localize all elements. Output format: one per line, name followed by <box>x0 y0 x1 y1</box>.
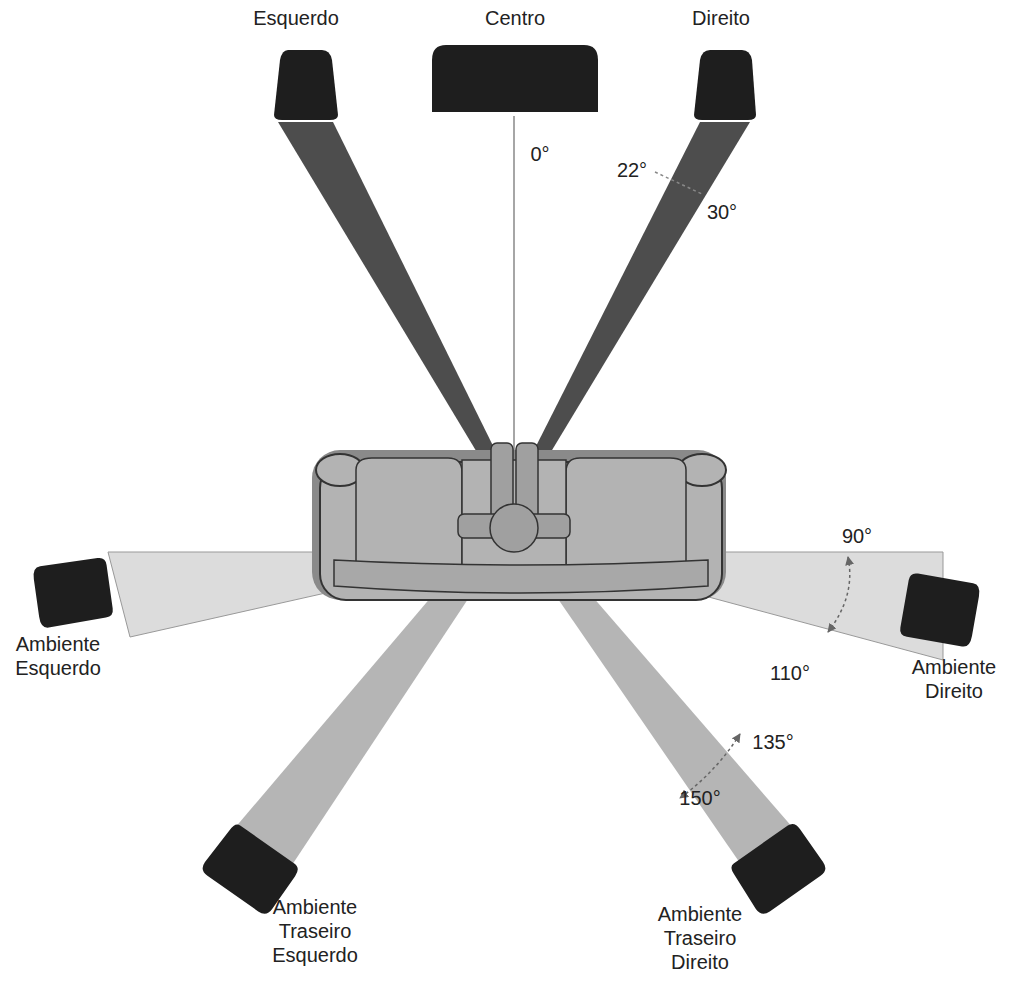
angle-value: 30° <box>697 200 747 224</box>
center-axis <box>513 116 515 470</box>
front-left-beam <box>278 122 503 474</box>
speaker-name: Ambiente Esquerdo <box>6 632 110 680</box>
rear-left-beam <box>228 596 470 865</box>
angle-value: 0° <box>515 142 565 166</box>
rear-right-beam <box>556 596 800 866</box>
angle-value: 22° <box>607 158 657 182</box>
front-right-speaker <box>694 50 756 120</box>
speaker-name: Esquerdo <box>226 6 366 30</box>
angle-value: 90° <box>832 524 882 548</box>
angle-arc <box>655 172 702 194</box>
speaker-name: Direito <box>651 6 791 30</box>
front-right-beam <box>527 122 750 470</box>
front-left-speaker <box>274 50 338 120</box>
speaker-name: Ambiente Direito <box>902 655 1006 703</box>
center-speaker <box>432 45 598 112</box>
listener <box>458 443 570 552</box>
angle-value: 150° <box>672 786 728 810</box>
surround-right-speaker <box>899 572 981 648</box>
surround-left-beam <box>108 552 330 637</box>
angle-value: 135° <box>745 730 801 754</box>
speaker-name: Centro <box>445 6 585 30</box>
angle-arc <box>828 557 850 632</box>
angle-value: 110° <box>762 661 818 685</box>
surround-left-speaker <box>32 557 114 629</box>
speaker-name: Ambiente Traseiro Esquerdo <box>263 895 367 967</box>
rear-right-speaker <box>727 821 829 917</box>
speaker-name: Ambiente Traseiro Direito <box>648 902 752 974</box>
